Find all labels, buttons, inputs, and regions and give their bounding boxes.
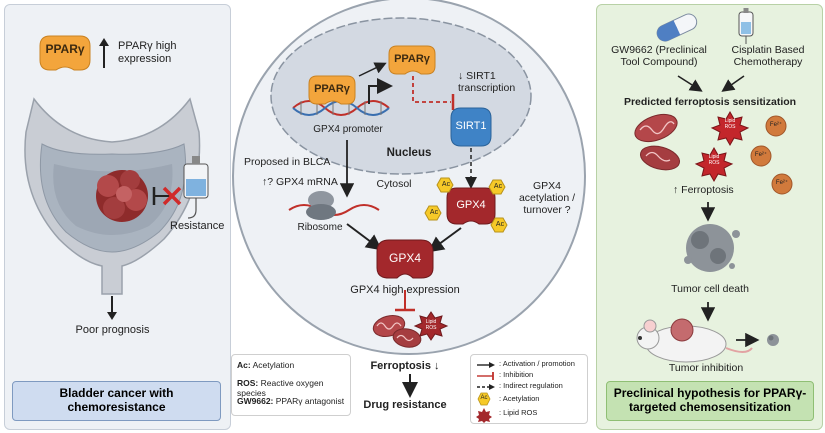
pparg-top-label: PPARγ xyxy=(394,53,430,65)
ribosome-label: Ribosome xyxy=(297,222,343,233)
activation-arrow-ribosome-gpx4 xyxy=(346,223,383,251)
left-panel-graphics xyxy=(24,35,209,320)
arrow-gw-to-ferro xyxy=(677,75,703,92)
high-expression-label: PPARγ high expression xyxy=(118,40,177,65)
lipid-ros-burst-icon xyxy=(413,311,449,341)
small-tumor-icon xyxy=(767,334,779,346)
down-arrow-icon xyxy=(107,296,117,320)
right-lipid-ros-label-1: Lipid ROS xyxy=(724,118,736,130)
iron-ion-1 xyxy=(765,115,787,137)
pparg-label: PPARγ xyxy=(45,42,85,56)
resistance-label: Resistance xyxy=(170,220,225,232)
fe-label-1: Fe²⁺ xyxy=(769,122,783,128)
center-lipid-ros-label: Lipid ROS xyxy=(425,319,437,331)
tumor-death-label: Tumor cell death xyxy=(671,283,749,295)
ferroptosis-down-label: Ferroptosis ↓ xyxy=(370,360,440,372)
iron-ion-3 xyxy=(771,173,793,195)
inhibition-block-icon xyxy=(152,187,172,205)
fe-label-3: Fe²⁺ xyxy=(775,180,789,186)
legend-box: : Activation / promotion : Inhibition : … xyxy=(470,354,588,424)
predicted-sensitization-label: Predicted ferroptosis sensitization xyxy=(623,96,797,108)
gpx4-acetylation-label: GPX4 acetylation / turnover ? xyxy=(518,180,576,217)
ros-burst-1 xyxy=(710,110,750,147)
cell-diagram xyxy=(232,0,586,398)
acetyl-group-icons xyxy=(424,177,508,233)
nucleus-label: Nucleus xyxy=(386,147,432,159)
tumor-inhibition-label: Tumor inhibition xyxy=(668,362,744,374)
acetyl-tag-3: Ac xyxy=(493,183,503,190)
drug-capsule-icon xyxy=(656,13,698,42)
mouse-model-icon xyxy=(636,318,753,363)
cisplatin-label: Cisplatin Based Chemotherapy xyxy=(731,44,805,69)
right-mitochondria-icon xyxy=(634,113,681,171)
cross-mark-icon xyxy=(162,186,182,206)
legend-activation: : Activation / promotion xyxy=(499,359,575,368)
right-panel-graphics xyxy=(634,8,793,363)
pparg-protein-icon xyxy=(39,35,91,71)
gpx4-main-label: GPX4 xyxy=(388,251,421,265)
proposed-blca-label: Proposed in BLCA xyxy=(244,156,331,168)
activation-arrow-acetyl-gpx4 xyxy=(427,227,462,253)
gw9662-label: GW9662 (Preclinical Tool Compound) xyxy=(611,44,707,69)
legend-lipid-ros: : Lipid ROS xyxy=(499,408,538,417)
gpx4-high-expression-label: GPX4 high expression xyxy=(350,284,460,296)
gpx4-main-protein xyxy=(376,239,434,279)
gpx4-acetylated-protein xyxy=(446,187,496,225)
up-arrow-icon xyxy=(99,38,109,68)
drug-resistance-label: Drug resistance xyxy=(363,399,447,411)
pparg-left-label: PPARγ xyxy=(314,83,350,95)
cytosol-label: Cytosol xyxy=(376,178,412,190)
legend-indirect: : Indirect regulation xyxy=(499,381,563,390)
dying-tumor-cell-icon xyxy=(684,224,740,272)
sirt1-transcription-label: ↓ SIRT1 transcription xyxy=(458,70,516,95)
gpx4-mrna-label: ↑? GPX4 mRNA xyxy=(262,176,338,188)
pparg-protein-top xyxy=(388,45,436,75)
fe-label-2: Fe²⁺ xyxy=(754,152,768,158)
legend-acetylation: : Acetylation xyxy=(499,394,540,403)
sirt1-label: SIRT1 xyxy=(455,120,487,132)
ribosome-icon xyxy=(306,191,336,220)
legend-ac-tag: Ac xyxy=(480,395,488,401)
gpx4-promoter-label: GPX4 promoter xyxy=(313,124,383,135)
left-footer-title: Bladder cancer with chemoresistance xyxy=(12,381,221,421)
ros-burst-2 xyxy=(694,146,734,183)
inhibition-line-sirt1 xyxy=(412,76,451,103)
chemo-iv-bag-icon xyxy=(738,8,754,44)
acetyl-tag-1: Ac xyxy=(441,181,451,188)
abbreviation-box: Ac: Acetylation ROS: Reactive oxygen spe… xyxy=(231,354,351,416)
abbr-gw: GW9662: PPARγ antagonist xyxy=(237,396,345,406)
acetyl-tag-2: Ac xyxy=(429,209,439,216)
activation-arrow-pparg xyxy=(358,62,387,77)
sirt1-protein xyxy=(450,107,492,147)
iv-drip-bag-icon xyxy=(183,156,209,219)
acetyl-tag-4: Ac xyxy=(495,221,505,228)
right-lipid-ros-label-2: Lipid ROS xyxy=(708,154,720,166)
arrow-cis-to-ferro xyxy=(721,75,745,92)
transcription-arrow xyxy=(368,78,393,104)
iron-ion-2 xyxy=(750,145,772,167)
legend-symbols xyxy=(476,362,495,423)
abbr-ac: Ac: Acetylation xyxy=(237,360,295,370)
right-footer-title: Preclinical hypothesis for PPARγ- target… xyxy=(606,381,814,421)
tumor-mass xyxy=(96,170,148,222)
ferroptosis-up-label: ↑ Ferroptosis xyxy=(673,184,734,196)
poor-prognosis-label: Poor prognosis xyxy=(75,324,150,336)
abbr-ros: ROS: Reactive oxygen species xyxy=(237,378,324,398)
mitochondria-icon xyxy=(372,314,422,348)
gpx4-acetylated-label: GPX4 xyxy=(456,199,486,211)
legend-inhibition: : Inhibition xyxy=(499,370,534,379)
pparg-protein-dna xyxy=(308,75,356,105)
